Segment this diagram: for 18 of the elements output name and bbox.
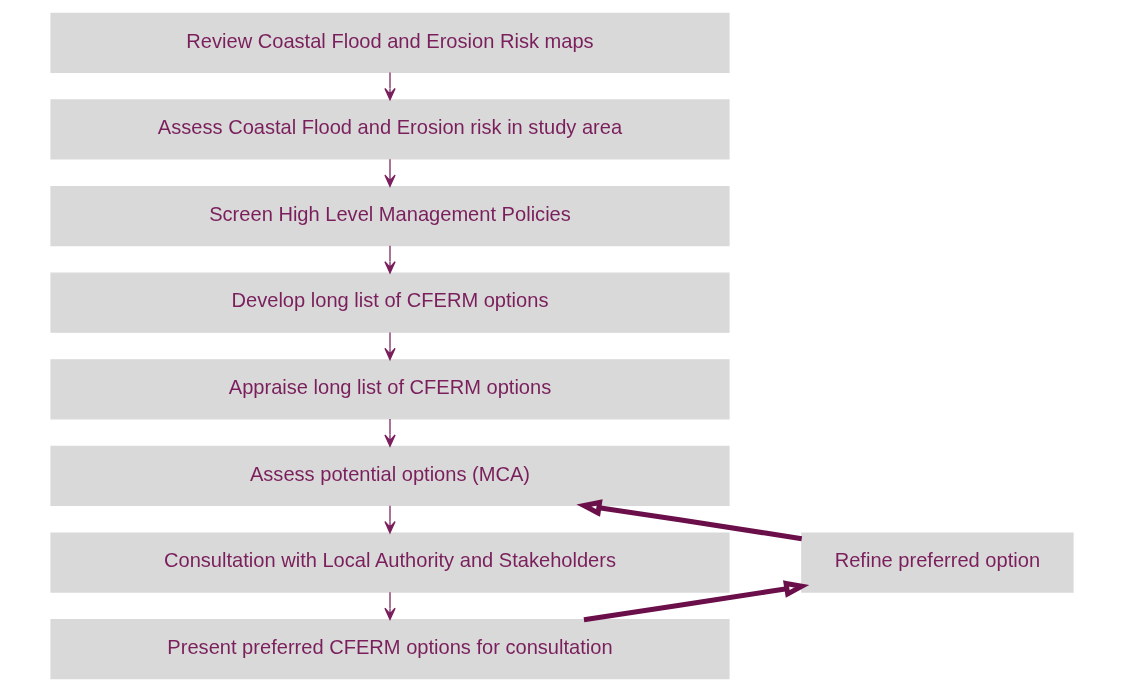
arrow [576,499,803,542]
node-box: Consultation with Local Authority and Stakeholders [50,532,730,593]
node-box: Present preferred CFERM options for consultation [50,619,730,680]
arrow [384,591,396,621]
arrow [583,580,810,623]
arrow [384,505,396,534]
arrow [384,331,396,361]
node-box: Assess potential options (MCA) [50,445,730,507]
arrow [384,245,396,274]
node-box: Appraise long list of CFERM options [50,359,730,420]
node-box: Refine preferred option [801,532,1074,593]
node-box: Review Coastal Flood and Erosion Risk maps [50,12,730,73]
arrow [384,158,396,187]
arrow [384,418,396,447]
arrow [384,71,396,101]
node-box: Develop long list of CFERM options [50,272,730,333]
node-box: Screen High Level Management Policies [50,185,730,247]
node-box: Assess Coastal Flood and Erosion risk in study area [50,99,730,160]
